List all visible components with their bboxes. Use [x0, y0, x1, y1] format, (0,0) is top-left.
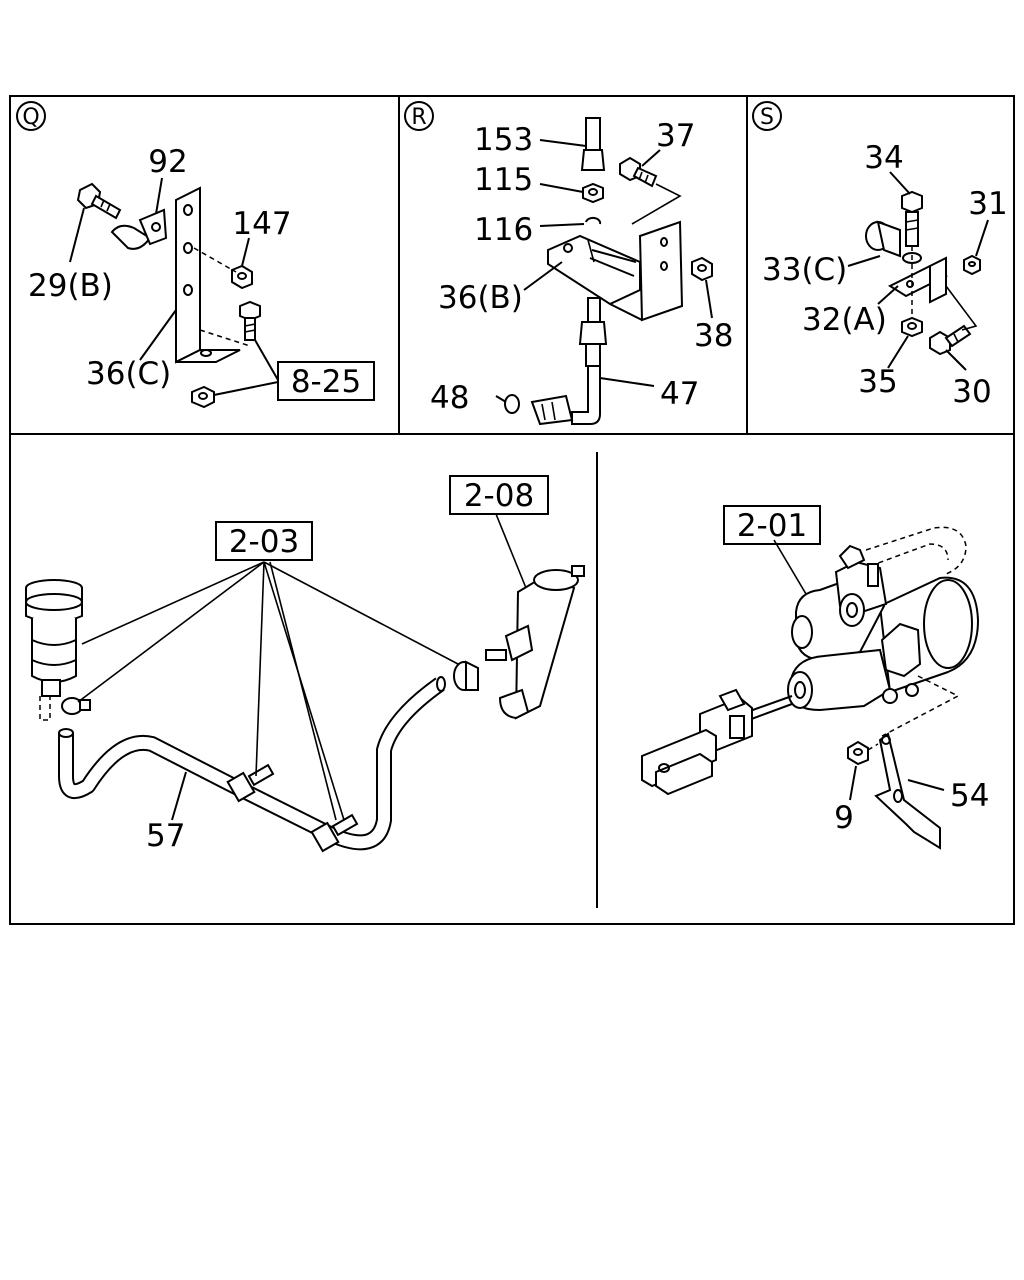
clamp-33c-drawing [865, 220, 922, 264]
reservoir-drawing [25, 579, 91, 721]
bracket-54-drawing [874, 732, 941, 850]
panel-q-marker-letter: Q [22, 105, 39, 130]
ref-box-2-03[interactable]: 2-03 [215, 521, 313, 561]
booster-upper-drawing [791, 544, 888, 662]
label-54: 54 [950, 778, 989, 814]
panel-r-leaders [495, 139, 713, 403]
ref-2-03-leaders [77, 561, 459, 821]
washer-115-drawing [582, 182, 604, 204]
bracket-32a-drawing [887, 256, 949, 304]
nut-31-drawing [963, 254, 981, 276]
panel-r-marker: R [404, 101, 434, 131]
ref-box-2-08[interactable]: 2-08 [449, 475, 549, 515]
panel-lower-left: 57 2-03 2-08 [25, 475, 585, 854]
booster-mount-lines [867, 675, 960, 751]
diagram-frame [9, 95, 1015, 925]
label-29b: 29(B) [28, 268, 113, 304]
ref-2-08-leader [495, 513, 527, 589]
nut-9-drawing [847, 740, 869, 766]
ref-box-2-01-label: 2-01 [737, 508, 807, 544]
bolt-29b-drawing [76, 182, 122, 220]
pipe-153-drawing [580, 117, 606, 171]
label-36c: 36(C) [86, 356, 171, 392]
nut-147-drawing [231, 264, 253, 290]
panel-s-leaders [847, 171, 989, 371]
panel-r-marker-letter: R [411, 105, 426, 130]
nut-bottom-drawing [191, 385, 215, 409]
bracket-36c-drawing [175, 186, 241, 364]
label-153: 153 [474, 122, 533, 158]
bolt-825-drawing [239, 300, 261, 341]
label-30: 30 [952, 374, 991, 410]
panel-s-marker: S [752, 101, 782, 131]
label-35: 35 [858, 364, 897, 400]
label-9: 9 [834, 800, 854, 836]
label-92: 92 [148, 144, 187, 180]
ref-box-2-01[interactable]: 2-01 [723, 505, 821, 545]
ref-box-8-25[interactable]: 8-25 [277, 361, 375, 401]
label-33c: 33(C) [762, 252, 847, 288]
label-32a: 32(A) [802, 302, 887, 338]
clip-92-drawing [110, 208, 168, 250]
nut-38-drawing [691, 256, 713, 282]
panel-q-marker: Q [16, 101, 46, 131]
label-147: 147 [232, 206, 291, 242]
ref-box-2-08-label: 2-08 [464, 478, 534, 514]
return-hose-drawing [865, 526, 967, 575]
label-57: 57 [146, 818, 185, 854]
panel-lower-right: 2-01 9 54 [641, 505, 989, 850]
ref-2-01-leader [773, 539, 807, 595]
label-37: 37 [656, 118, 695, 154]
panel-r: R [404, 101, 733, 426]
nut-35-drawing [901, 316, 923, 338]
bracket-36b-drawing [547, 220, 684, 322]
bolt-34-drawing [901, 190, 923, 247]
hose-end-drawing [504, 394, 574, 426]
fitting-47-drawing [571, 297, 608, 425]
pipe-57-drawing [58, 676, 446, 851]
ref-box-8-25-label: 8-25 [291, 364, 361, 400]
label-54-leader [907, 779, 945, 791]
panel-s-marker-letter: S [760, 105, 774, 130]
panel-q-leaders [69, 177, 279, 396]
ref-box-2-03-label: 2-03 [229, 524, 299, 560]
booster-lower-drawing [787, 622, 922, 712]
label-48: 48 [430, 380, 469, 416]
clevis-drawing [641, 688, 793, 796]
panel-q: Q [16, 101, 375, 409]
label-116: 116 [474, 212, 533, 248]
hose-clip-drawing [453, 660, 479, 691]
label-34: 34 [864, 140, 903, 176]
bolt-37-drawing [619, 156, 658, 188]
label-57-leader [171, 771, 187, 821]
label-9-leader [849, 765, 857, 801]
label-31: 31 [968, 186, 1007, 222]
pipe-clamps-drawing [226, 763, 359, 853]
label-36b: 36(B) [438, 280, 523, 316]
slave-cylinder-drawing [485, 565, 585, 720]
bolt-30-drawing [929, 324, 972, 356]
clip-116-drawing [585, 216, 602, 225]
panel-s: S [752, 101, 1008, 410]
label-47: 47 [660, 376, 699, 412]
label-38: 38 [694, 318, 733, 354]
label-115: 115 [474, 162, 533, 198]
